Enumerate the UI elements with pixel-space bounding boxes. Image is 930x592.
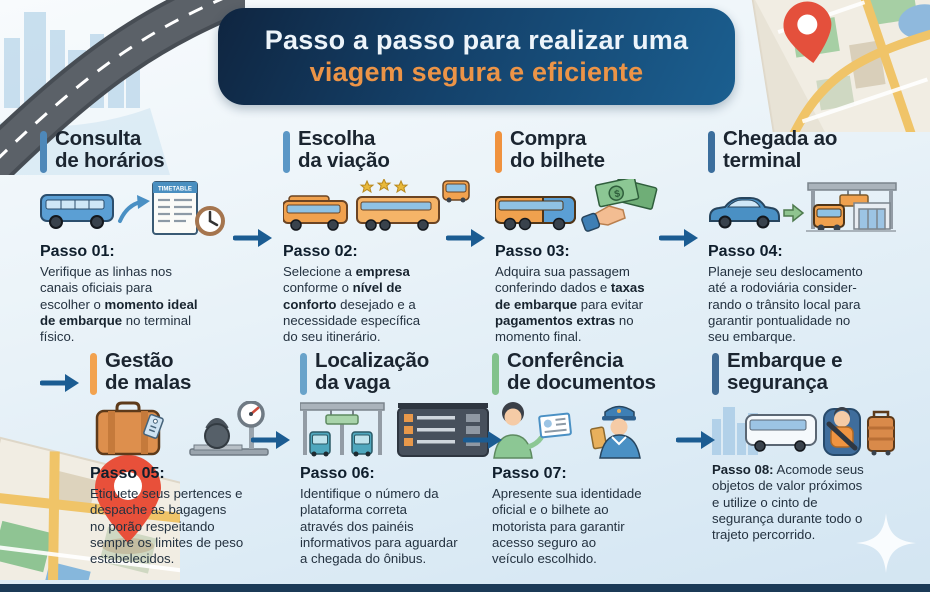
step-6-passo-label: Passo 06: xyxy=(300,465,375,482)
step-5-passo-label: Passo 05: xyxy=(90,465,165,482)
step-2-header: Escolha da viação xyxy=(283,128,479,174)
bottom-accent-bar xyxy=(0,584,930,592)
dollar-sign: $ xyxy=(613,188,621,200)
bus-fleet-rating-icon xyxy=(282,177,479,237)
step-8: Embarque e segurança xyxy=(712,350,908,543)
step-8-passo-label: Passo 08: xyxy=(712,462,774,477)
step-4: Chegada ao terminal xyxy=(708,128,904,345)
step-7-accent-bar xyxy=(492,353,499,395)
banner-line2: viagem segura e eficiente xyxy=(309,57,644,87)
step-2-title: Escolha da viação xyxy=(298,127,390,172)
step-1-description: Verifique as linhas nos canais oficiais … xyxy=(40,264,198,345)
step-5-title: Gestão de malas xyxy=(105,349,192,394)
map-pin-icon xyxy=(783,1,832,64)
step-1-passo-label: Passo 01: xyxy=(40,243,115,260)
flow-arrow-icon xyxy=(251,431,290,449)
step-2: Escolha da viação xyxy=(282,128,479,345)
step-8-header: Embarque e segurança xyxy=(712,350,908,396)
step-6: Localização da vaga xyxy=(299,350,496,567)
step-1-header: Consulta de horários xyxy=(40,128,236,174)
step-8-description: Passo 08: Acomode seus objetos de valor … xyxy=(712,462,896,543)
bus-timetable-clock-icon: TIMETABLE xyxy=(40,179,236,237)
flow-arrow-icon xyxy=(233,229,272,247)
step-3-title: Compra do bilhete xyxy=(510,127,605,172)
step-4-passo-label: Passo 04: xyxy=(708,243,783,260)
step-7-passo-label: Passo 07: xyxy=(492,465,567,482)
step-2-passo-label: Passo 02: xyxy=(283,243,358,260)
step-3-accent-bar xyxy=(495,131,502,173)
flow-arrow-icon xyxy=(676,431,715,449)
step-6-header: Localização da vaga xyxy=(300,350,496,396)
step-1-title: Consulta de horários xyxy=(55,127,165,172)
step-3-passo-label: Passo 03: xyxy=(495,243,570,260)
step-4-title: Chegada ao terminal xyxy=(723,127,838,172)
step-6-title: Localização da vaga xyxy=(315,349,430,394)
step-2-accent-bar xyxy=(283,131,290,173)
step-4-description: Planeje seu deslocamento até a rodoviári… xyxy=(708,264,863,345)
map-bottom-left-pin xyxy=(0,430,212,592)
step-8-description-text: Acomode seus objetos de valor próximos e… xyxy=(712,462,864,543)
title-banner: Passo a passo para realizar uma viagem s… xyxy=(218,8,735,105)
step-3-header: Compra do bilhete xyxy=(495,128,691,174)
step-3-description: Adquira sua passagem conferindo dados e … xyxy=(495,264,645,345)
car-terminal-arrival-icon xyxy=(708,179,904,237)
flow-arrow-icon xyxy=(463,431,502,449)
map-top-right xyxy=(745,0,930,161)
step-7: Conferência de documentos xyxy=(492,350,688,567)
step-5-header: Gestão de malas xyxy=(90,350,286,396)
flow-arrow-icon xyxy=(40,374,79,392)
document-check-people-icon xyxy=(492,401,688,459)
step-7-title: Conferência de documentos xyxy=(507,349,656,394)
step-1: Consulta de horários TIMETABLE xyxy=(40,128,236,345)
platform-departure-board-icon xyxy=(299,401,496,459)
step-4-header: Chegada ao terminal xyxy=(708,128,904,174)
step-2-description: Selecione a empresa conforme o nível de … xyxy=(283,264,421,345)
passenger-seatbelt-bus-icon xyxy=(712,401,908,459)
timetable-label: TIMETABLE xyxy=(158,187,192,193)
step-7-description: Apresente sua identidade oficial e o bil… xyxy=(492,486,642,567)
step-5: Gestão de malas xyxy=(90,350,286,567)
step-8-accent-bar xyxy=(712,353,719,395)
step-6-accent-bar xyxy=(300,353,307,395)
sparkle-icon xyxy=(854,511,918,580)
step-5-description: Etiquete seus pertences e despache as ba… xyxy=(90,486,244,567)
step-4-accent-bar xyxy=(708,131,715,173)
luggage-scale-icon xyxy=(90,400,286,459)
step-3: Compra do bilhete $ Passo 03: Adquira su… xyxy=(494,128,691,345)
step-5-accent-bar xyxy=(90,353,97,395)
step-6-description: Identifique o número da plataforma corre… xyxy=(300,486,458,567)
step-1-accent-bar xyxy=(40,131,47,173)
banner-line1: Passo a passo para realizar uma xyxy=(264,25,689,55)
step-7-header: Conferência de documentos xyxy=(492,350,688,396)
step-8-title: Embarque e segurança xyxy=(727,349,843,394)
flow-arrow-icon xyxy=(659,229,698,247)
bus-ticket-payment-icon: $ xyxy=(494,176,691,237)
map-pin-icon xyxy=(95,455,161,543)
flow-arrow-icon xyxy=(446,229,485,247)
